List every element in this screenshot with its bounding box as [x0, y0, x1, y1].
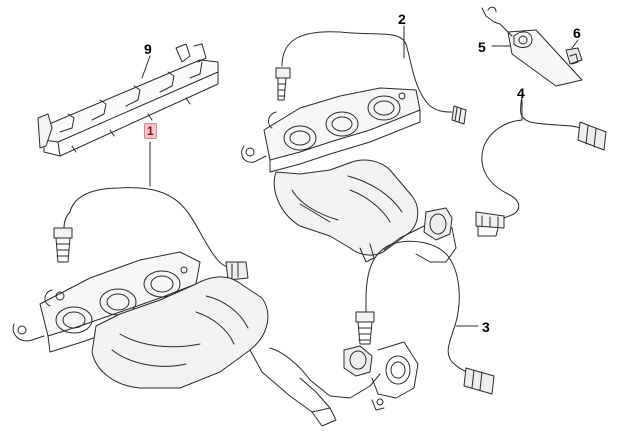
callout-label-1: 1	[144, 123, 157, 139]
exhaust-manifold-upper[interactable]	[241, 87, 421, 173]
callout-label-2: 2	[398, 11, 406, 27]
callout-label-5: 5	[478, 39, 486, 55]
oxygen-sensor-part-2[interactable]	[275, 31, 467, 125]
callout-label-4: 4	[517, 85, 525, 101]
leader-line-9	[141, 55, 151, 79]
callout-label-6: 6	[573, 25, 581, 41]
callout-label-3: 3	[482, 319, 490, 335]
leader-line-6	[571, 39, 579, 49]
catalytic-converter-lower[interactable]	[91, 276, 419, 427]
wiring-bracket-part-9[interactable]	[37, 43, 219, 157]
callout-label-9: 9	[144, 41, 152, 57]
oxygen-sensor-part-4[interactable]	[475, 95, 607, 237]
oxygen-sensor-part-1[interactable]	[53, 187, 249, 281]
connector-clip-part-6[interactable]	[565, 47, 583, 65]
oxygen-sensor-part-3[interactable]	[355, 240, 495, 395]
catalytic-converter-upper[interactable]	[273, 159, 457, 263]
sensor-holder-part-5[interactable]	[481, 6, 583, 87]
